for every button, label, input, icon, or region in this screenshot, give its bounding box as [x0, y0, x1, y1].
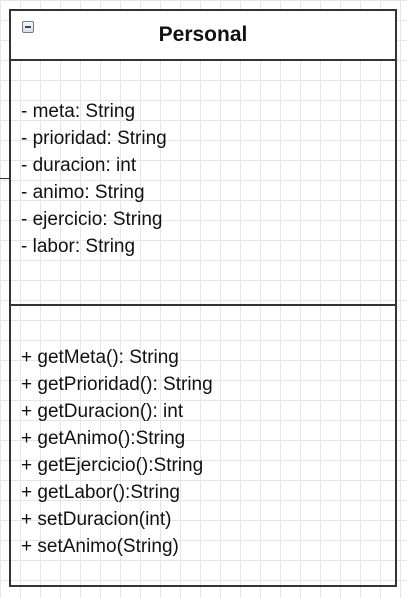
attribute-item: - prioridad: String: [21, 128, 167, 149]
method-item: + getPrioridad(): String: [21, 374, 213, 395]
attribute-item: - labor: String: [21, 236, 136, 257]
method-item: + getLabor():String: [21, 482, 180, 503]
method-item: + getAnimo():String: [21, 428, 186, 449]
attribute-item: - meta: String: [21, 101, 136, 122]
method-item: + setDuracion(int): [21, 509, 172, 530]
attribute-item: - duracion: int: [21, 155, 137, 176]
method-item: + getDuracion(): int: [21, 401, 184, 422]
method-item: + setAnimo(String): [21, 536, 179, 557]
attributes-list: - meta: String - prioridad: String - dur…: [21, 98, 167, 260]
method-item: + getEjercicio():String: [21, 455, 204, 476]
connector-line: [0, 178, 9, 179]
attributes-section: - meta: String - prioridad: String - dur…: [11, 61, 395, 306]
class-title: Personal: [158, 23, 248, 46]
collapse-icon[interactable]: [22, 21, 34, 33]
methods-section: + getMeta(): String + getPrioridad(): St…: [11, 306, 395, 585]
method-item: + getMeta(): String: [21, 347, 179, 368]
attribute-item: - animo: String: [21, 182, 145, 203]
attribute-item: - ejercicio: String: [21, 209, 163, 230]
class-header: Personal: [11, 11, 395, 61]
uml-class-box[interactable]: Personal - meta: String - prioridad: Str…: [9, 9, 397, 587]
methods-list: + getMeta(): String + getPrioridad(): St…: [21, 344, 213, 560]
